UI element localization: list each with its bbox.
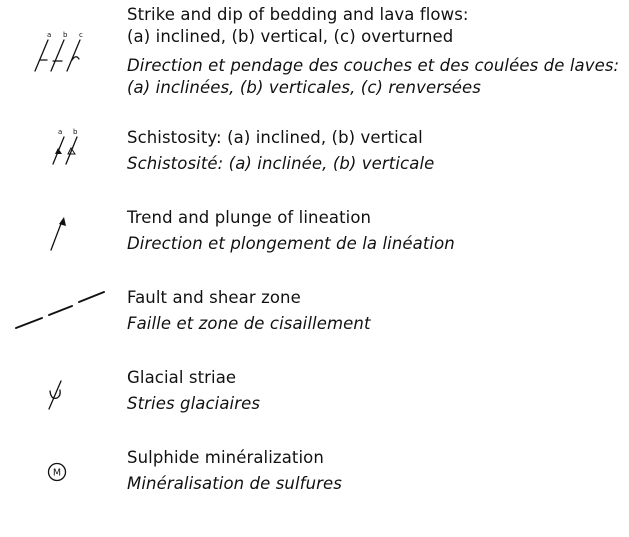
symbol-letter-c: c bbox=[79, 31, 83, 39]
fault-dashed-line-icon bbox=[0, 287, 125, 377]
mineralization-circle-icon: M bbox=[0, 447, 125, 537]
english-label-line-1: Glacial striae bbox=[127, 368, 237, 387]
symbol-letter-b: b bbox=[73, 128, 78, 136]
french-label-line-1: Minéralisation de sulfures bbox=[127, 474, 342, 493]
legend-text-schistosity: Schistosity: (a) inclined, (b) vertical … bbox=[127, 127, 627, 175]
symbol-letter-a: a bbox=[58, 128, 62, 136]
symbol-letter-b: b bbox=[63, 31, 68, 39]
french-label-line-1: Direction et pendage des couches et des … bbox=[127, 56, 620, 75]
french-label-line-1: Stries glaciaires bbox=[127, 394, 261, 413]
legend-text-lineation: Trend and plunge of lineation Direction … bbox=[127, 207, 627, 255]
english-label-line-2: (a) inclined, (b) vertical, (c) overturn… bbox=[127, 27, 454, 46]
french-label-line-2: (a) inclinées, (b) verticales, (c) renve… bbox=[127, 78, 481, 97]
lineation-arrow-icon bbox=[0, 207, 125, 297]
glacial-striae-icon bbox=[0, 367, 125, 457]
schistosity-icon: a b bbox=[0, 127, 125, 217]
legend-text-bedding: Strike and dip of bedding and lava flows… bbox=[127, 4, 627, 99]
symbol-letter-a: a bbox=[47, 31, 51, 39]
english-label-line-1: Fault and shear zone bbox=[127, 288, 301, 307]
french-label-line-1: Direction et plongement de la linéation bbox=[127, 234, 455, 253]
english-label-line-1: Schistosity: (a) inclined, (b) vertical bbox=[127, 128, 423, 147]
strike-dip-bedding-icon: a b c bbox=[0, 4, 125, 94]
french-label-line-1: Faille et zone de cisaillement bbox=[127, 314, 371, 333]
french-label-line-1: Schistosité: (a) inclinée, (b) verticale bbox=[127, 154, 435, 173]
legend-text-fault: Fault and shear zone Faille et zone de c… bbox=[127, 287, 627, 335]
legend-text-sulphide: Sulphide minéralization Minéralisation d… bbox=[127, 447, 627, 495]
symbol-letter-m: M bbox=[53, 468, 61, 479]
english-label-line-1: Sulphide minéralization bbox=[127, 448, 324, 467]
english-label-line-1: Strike and dip of bedding and lava flows… bbox=[127, 5, 469, 24]
legend-text-glacial: Glacial striae Stries glaciaires bbox=[127, 367, 627, 415]
english-label-line-1: Trend and plunge of lineation bbox=[127, 208, 372, 227]
